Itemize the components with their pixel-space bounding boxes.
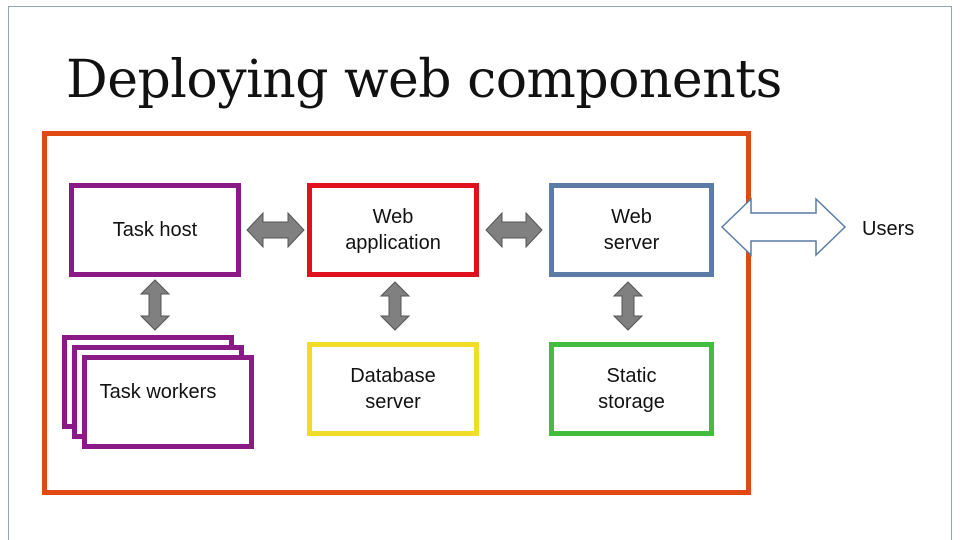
task-host-label: Task host — [112, 219, 198, 241]
arrow-webapp-webserver — [485, 211, 543, 249]
users-label: Users — [862, 218, 915, 240]
web-server-label-line1: Web — [611, 206, 652, 228]
slide-title: Deploying web components — [66, 50, 782, 110]
arrow-taskhost-webapp — [246, 211, 305, 249]
arrow-webserver-users — [720, 197, 847, 257]
static-storage-box: Static storage — [549, 342, 714, 436]
task-host-box: Task host — [69, 183, 241, 277]
web-application-label-line2: application — [345, 232, 441, 254]
web-server-label-line2: server — [603, 232, 660, 254]
arrow-taskhost-workers — [139, 279, 171, 331]
task-workers-label: Task workers — [99, 380, 217, 403]
web-server-box: Web server — [549, 183, 714, 277]
deployment-boundary — [42, 131, 751, 495]
static-storage-label-line2: storage — [598, 391, 665, 413]
database-server-box: Database server — [307, 342, 479, 436]
arrow-webserver-static — [612, 281, 644, 331]
static-storage-label-line1: Static — [606, 365, 657, 387]
database-server-label-line1: Database — [350, 365, 436, 387]
web-application-label-line1: Web — [372, 206, 414, 228]
task-worker-box — [82, 355, 254, 449]
web-application-box: Web application — [307, 183, 479, 277]
database-server-label-line2: server — [365, 391, 421, 413]
arrow-webapp-database — [379, 281, 411, 331]
